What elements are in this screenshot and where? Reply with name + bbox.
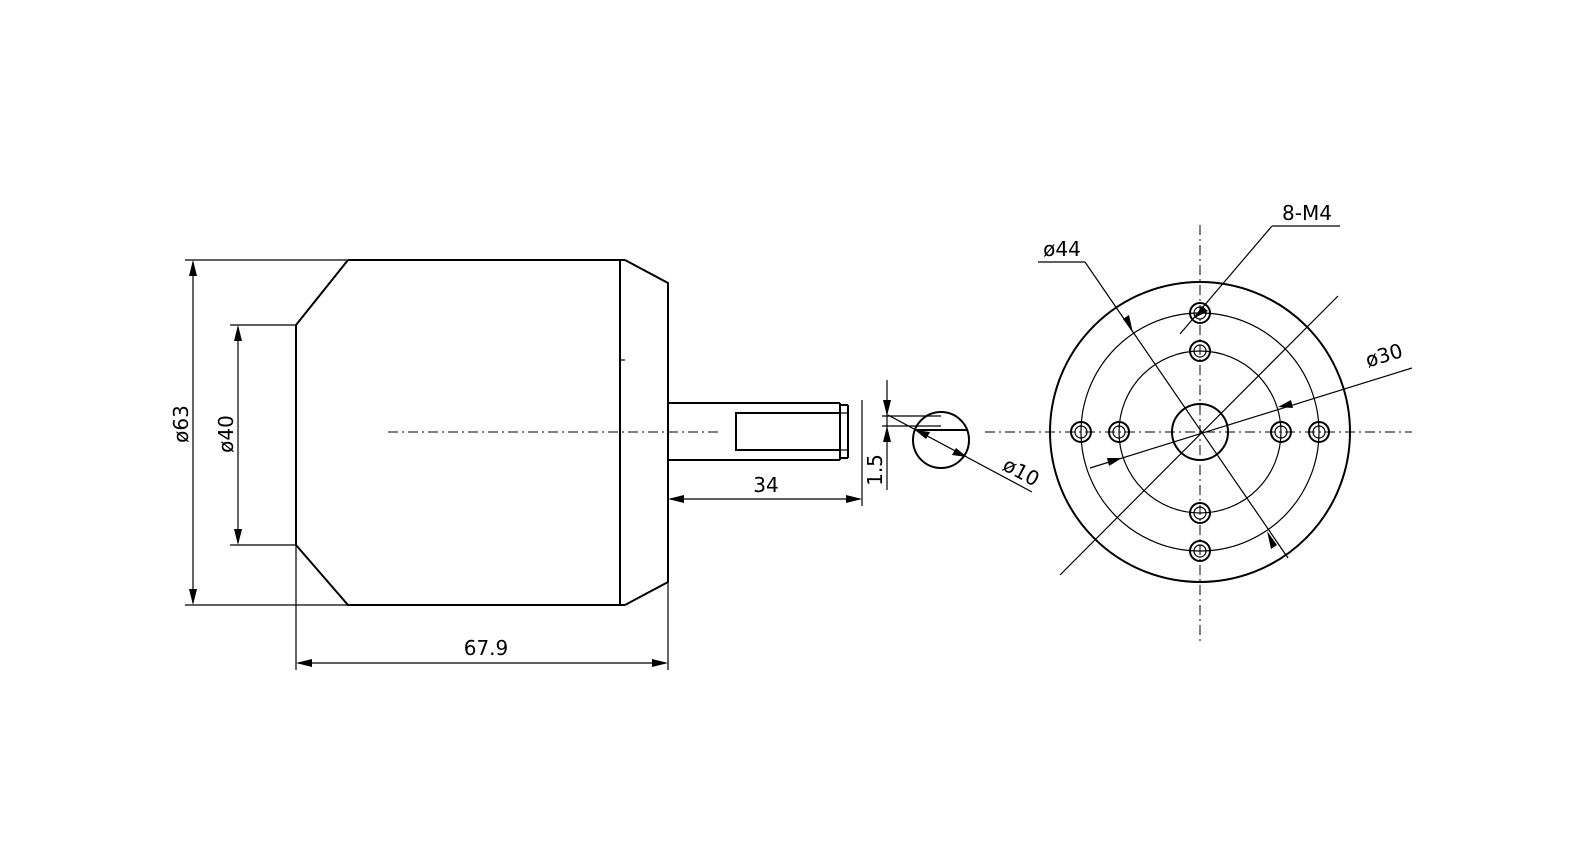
dim-pilot-diameter: ø40 (214, 324, 296, 546)
mounting-hole (1189, 540, 1211, 562)
label-pilot-diameter: ø40 (214, 415, 238, 453)
front-diagonal-line (1059, 295, 1339, 576)
mounting-holes (1070, 302, 1330, 562)
dim-shaft-length: 34 (667, 400, 863, 506)
outer-flange-circle (1049, 281, 1351, 583)
mounting-hole (1108, 421, 1130, 443)
label-mounting-holes: 8-M4 (1282, 201, 1332, 225)
hub-circle (1171, 403, 1229, 461)
dim-bolt-circle-44: ø44 (1038, 237, 1289, 559)
label-overall-length: 67.9 (464, 636, 509, 660)
label-bolt-circle-44: ø44 (1043, 237, 1081, 261)
label-flat-depth: 1.5 (863, 454, 887, 486)
bolt-circle-30 (1118, 350, 1282, 514)
shaft (668, 402, 849, 461)
mounting-hole (1308, 421, 1330, 443)
side-view: ø63 ø40 67.9 34 (169, 259, 863, 670)
dim-overall-length: 67.9 (295, 545, 669, 670)
shaft-section: 1.5 ø10 (863, 380, 1044, 493)
mounting-hole (1070, 421, 1092, 443)
label-overall-diameter: ø63 (169, 405, 193, 443)
label-shaft-diameter: ø10 (999, 452, 1044, 491)
label-bolt-circle-30: ø30 (1362, 338, 1405, 372)
dim-bolt-circle-30: ø30 (1089, 338, 1413, 469)
front-view: ø44 ø30 8-M4 (985, 201, 1413, 645)
label-shaft-length: 34 (753, 473, 778, 497)
mounting-hole (1189, 302, 1211, 324)
mounting-hole (1270, 421, 1292, 443)
mounting-hole (1189, 340, 1211, 362)
dim-flat-depth: 1.5 (863, 380, 941, 490)
dim-mounting-holes: 8-M4 (1179, 201, 1340, 335)
shaft-keyway (735, 412, 840, 451)
mounting-hole (1189, 502, 1211, 524)
dim-overall-diameter: ø63 (169, 259, 348, 606)
shaft-section-circle (912, 411, 970, 469)
